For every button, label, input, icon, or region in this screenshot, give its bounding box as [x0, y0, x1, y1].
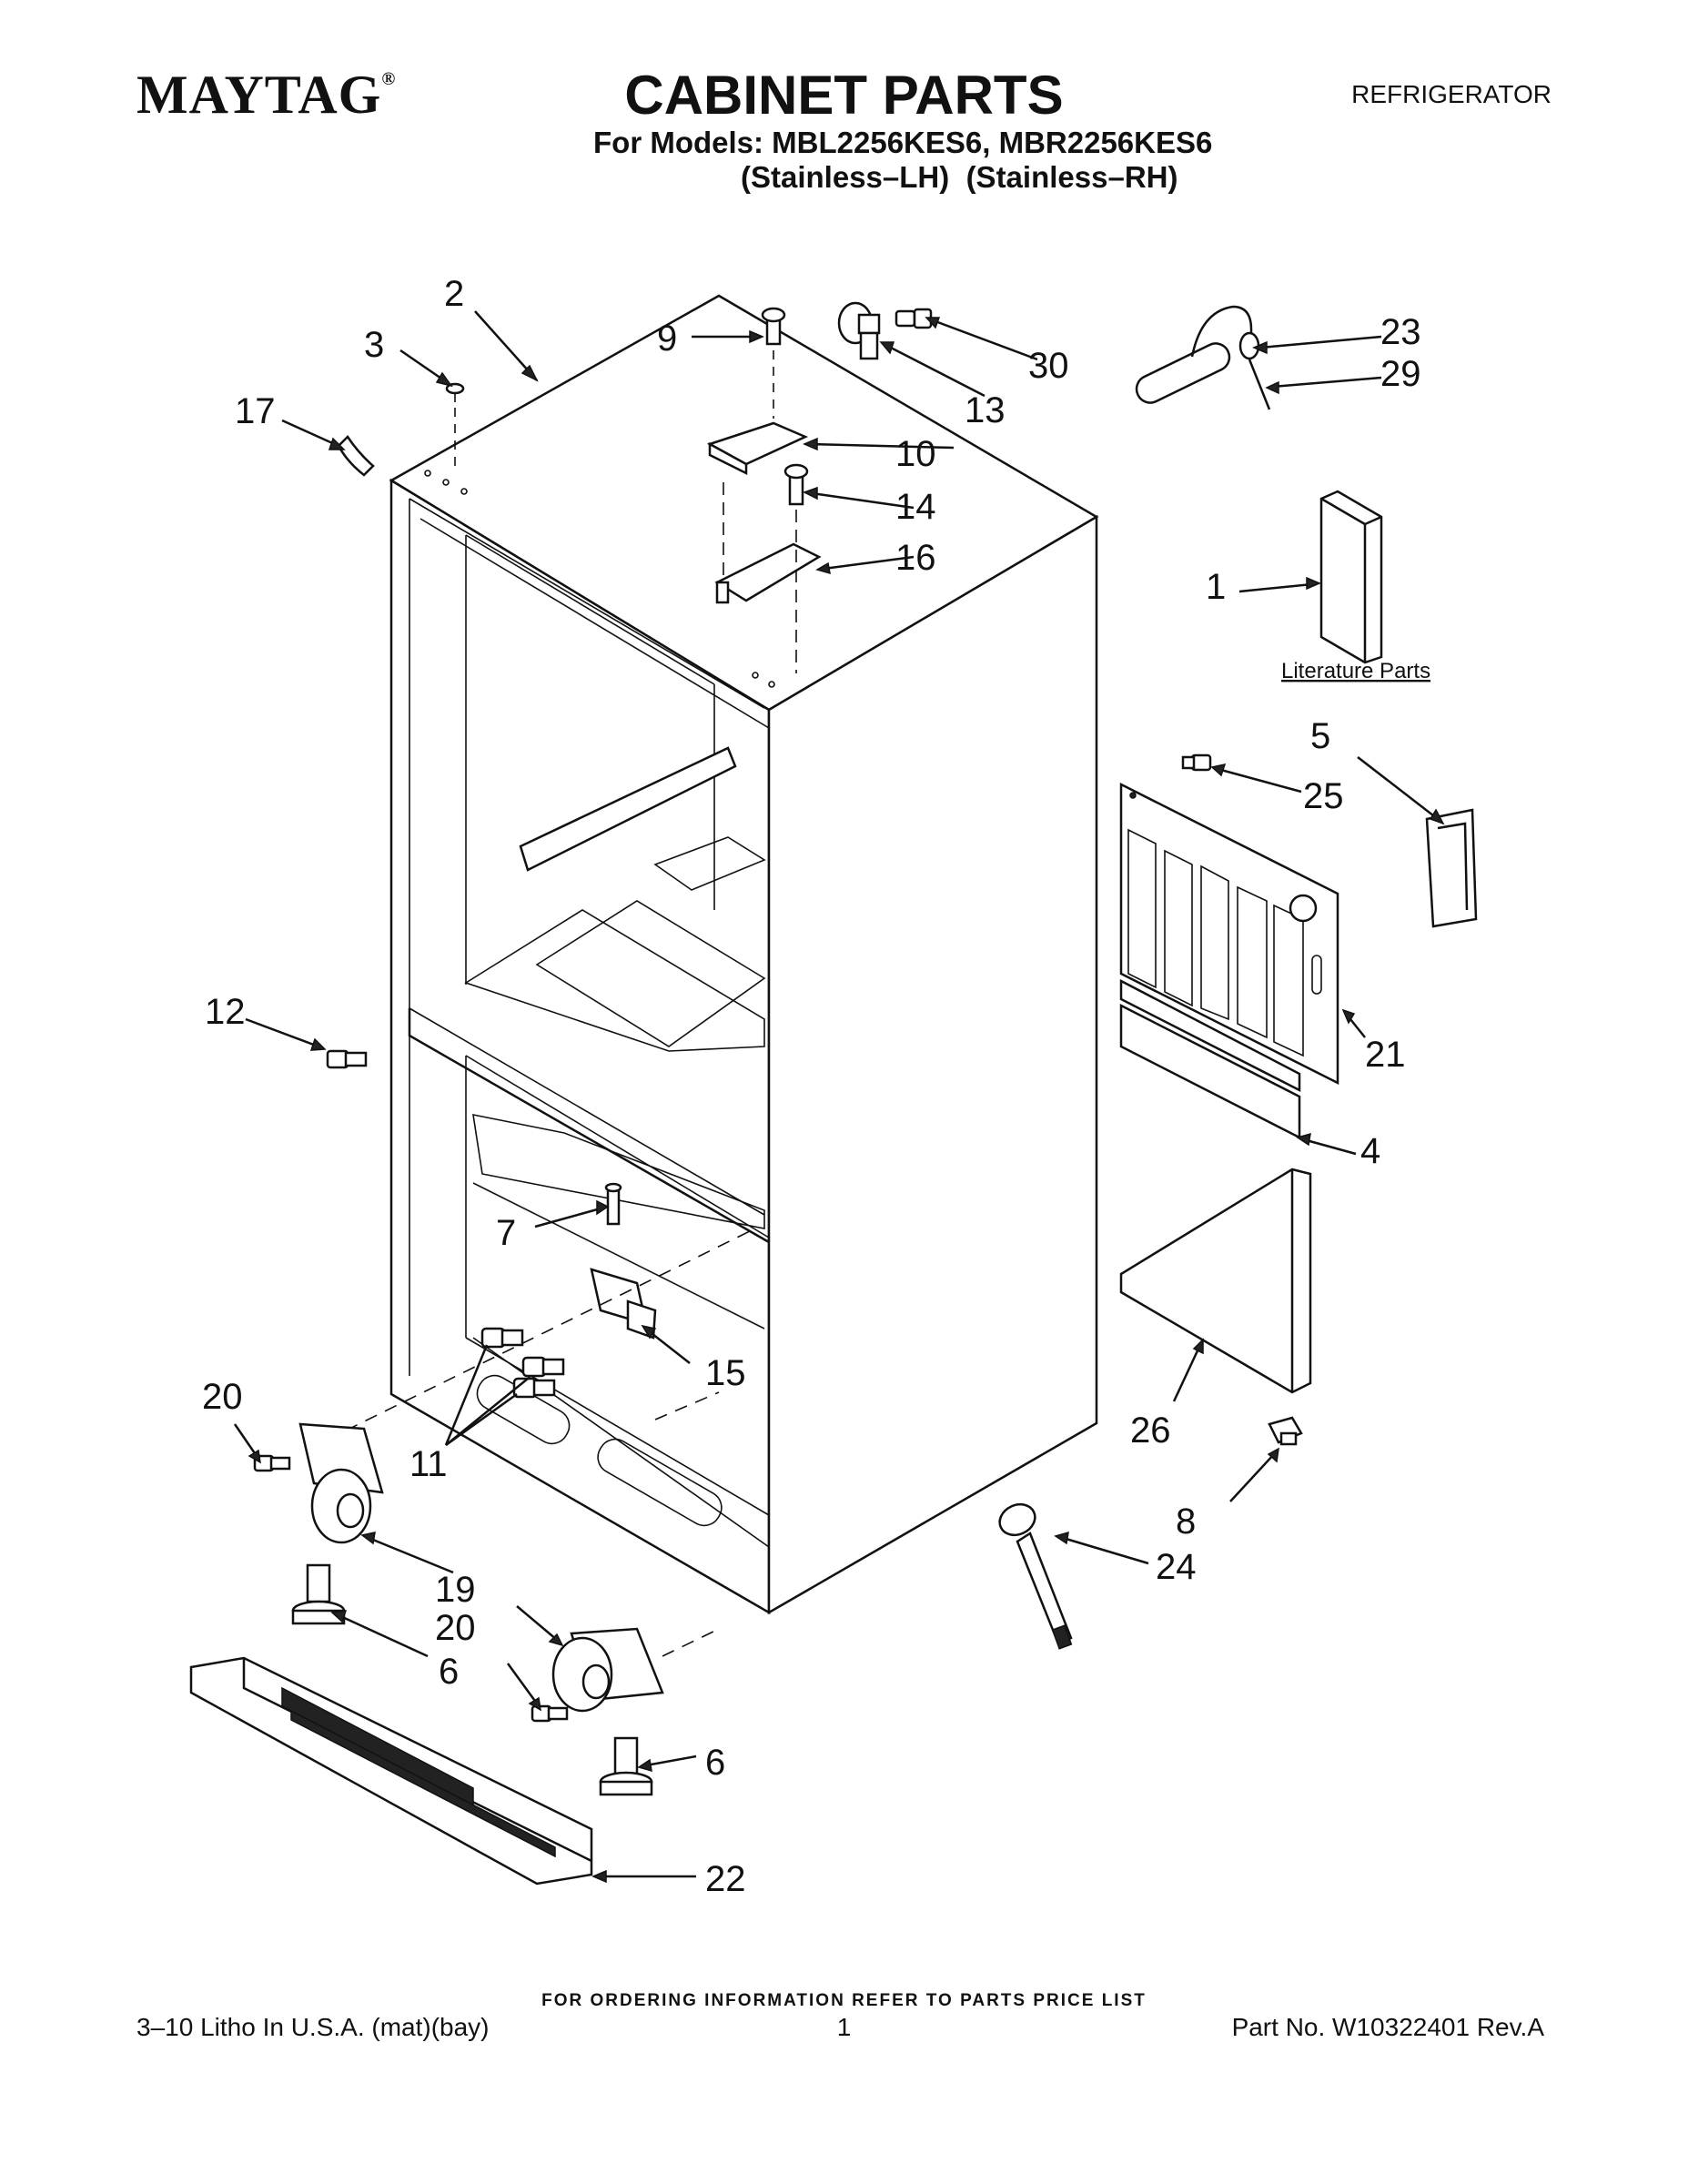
callout-20-right: 20 — [435, 1608, 476, 1648]
callout-30: 30 — [1028, 346, 1069, 386]
roller-part-19-right — [531, 1627, 720, 1723]
page-title: CABINET PARTS — [624, 65, 1064, 126]
callout-29: 29 — [1380, 354, 1421, 394]
bracket-part-13 — [837, 301, 933, 360]
brand-logo: MAYTAG® — [136, 64, 396, 126]
callout-4: 4 — [1360, 1131, 1380, 1171]
litho-info: 3–10 Litho In U.S.A. (mat)(bay) — [136, 2013, 490, 2041]
callout-6-left: 6 — [439, 1652, 459, 1692]
category-label: REFRIGERATOR — [1351, 80, 1552, 108]
page-number: 1 — [836, 2013, 852, 2041]
callout-17: 17 — [235, 391, 276, 431]
cabinet-body — [389, 294, 1099, 1615]
callout-5: 5 — [1310, 716, 1330, 756]
callout-24: 24 — [1156, 1547, 1197, 1587]
callout-7: 7 — [496, 1213, 516, 1253]
ordering-note: FOR ORDERING INFORMATION REFER TO PARTS … — [541, 1991, 1147, 2010]
screw-part-12 — [326, 1049, 368, 1069]
strip-part-4 — [1119, 978, 1301, 1093]
clip-part-5 — [1425, 808, 1478, 928]
callout-22: 22 — [705, 1859, 746, 1899]
callout-2: 2 — [444, 274, 464, 314]
leader-lines — [233, 310, 1445, 1884]
callout-14: 14 — [895, 487, 936, 527]
registered-mark: ® — [381, 69, 397, 89]
literature-parts-label: Literature Parts — [1281, 659, 1430, 683]
roller-part-19-left — [253, 1422, 384, 1544]
callout-10: 10 — [895, 434, 936, 474]
wrench-part-24 — [998, 1502, 1073, 1650]
brand-name: MAYTAG — [136, 65, 382, 125]
models-line: For Models: MBL2256KES6, MBR2256KES6 — [593, 126, 1213, 159]
callout-19: 19 — [435, 1570, 476, 1610]
kickplate-part-26 — [1119, 1168, 1312, 1394]
callout-6-right: 6 — [705, 1743, 725, 1783]
tape-part-17 — [337, 435, 375, 477]
water-tube-parts-23-29 — [1135, 305, 1271, 410]
callout-16: 16 — [895, 538, 936, 578]
callout-8: 8 — [1176, 1502, 1196, 1542]
variants-line: (Stainless–LH) (Stainless–RH) — [741, 160, 1178, 194]
callout-20-left: 20 — [202, 1377, 243, 1417]
callout-15: 15 — [705, 1353, 746, 1393]
screws-part-11 — [480, 1327, 565, 1399]
callout-12: 12 — [205, 992, 246, 1032]
pin-part-7 — [604, 1182, 622, 1226]
clip-part-8 — [1268, 1416, 1303, 1446]
callout-25: 25 — [1303, 776, 1344, 816]
grille-panel-part-21 — [1119, 753, 1339, 1086]
callout-3: 3 — [364, 325, 384, 365]
literature-part-1 — [1319, 490, 1383, 664]
callout-labels: 2 3 17 9 13 30 23 29 10 14 16 1 5 25 12 … — [202, 274, 1421, 1899]
callout-1: 1 — [1206, 567, 1226, 607]
callout-9: 9 — [657, 318, 677, 359]
part-number: Part No. W10322401 Rev.A — [1231, 2013, 1544, 2041]
callout-13: 13 — [965, 390, 1006, 430]
callout-21: 21 — [1365, 1035, 1406, 1075]
callout-26: 26 — [1130, 1410, 1171, 1451]
top-hinge-assembly — [706, 307, 822, 673]
leveling-leg-part-6-right — [599, 1736, 653, 1796]
callout-23: 23 — [1380, 312, 1421, 352]
toe-grille-part-22 — [189, 1656, 593, 1886]
callout-11: 11 — [409, 1444, 448, 1484]
